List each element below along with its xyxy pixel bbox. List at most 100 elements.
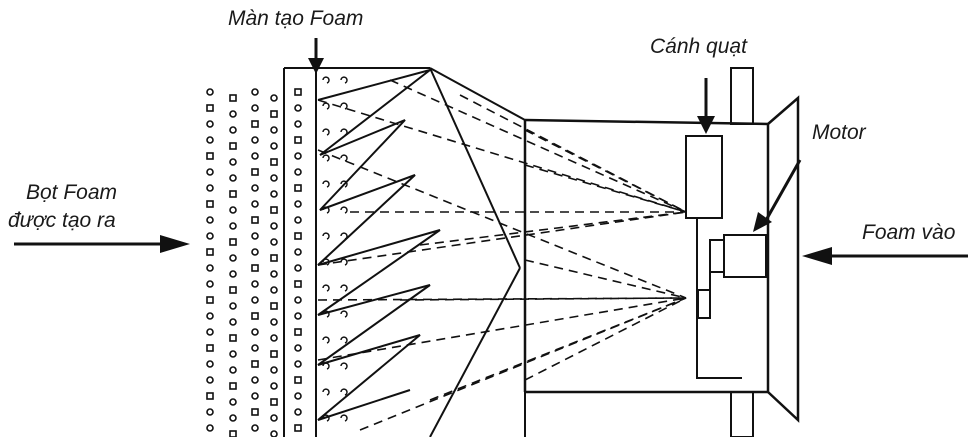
foam-bubble [229,190,237,198]
foam-bubble [206,152,214,160]
screen-dot [340,414,348,422]
fan-blade [685,135,742,379]
screen-dot [340,388,348,396]
foam-bubble [206,104,214,112]
foam-bubble [206,88,214,96]
spray-lines [317,79,687,431]
screen-dot [340,258,348,266]
foam-bubble [294,296,302,304]
foam-bubble [251,104,259,112]
foam-bubble [294,312,302,320]
foam-bubble [206,136,214,144]
foam-bubble [251,120,259,128]
foam-bubble [229,158,237,166]
foam-bubble [294,88,302,96]
foam-bubble [229,254,237,262]
foam-bubble [206,392,214,400]
annotation-arrows [14,38,968,265]
foam-bubble [294,264,302,272]
foam-bubble [251,360,259,368]
foam-bubble [206,248,214,256]
foam-bubble [294,424,302,432]
foam-bubble [206,344,214,352]
arrow-head-foam-out [160,235,190,253]
foam-bubble [294,376,302,384]
foam-bubble [270,254,278,262]
foam-bubble [294,152,302,160]
label-foam-produced-line1: Bọt Foam [26,181,118,204]
foam-bubble [229,110,237,118]
foam-bubble [251,344,259,352]
foam-bubble [270,110,278,118]
label-foam-screen: Màn tạo Foam [228,7,364,30]
label-foam-produced-line2: được tạo ra [8,209,116,232]
foam-bubble [251,136,259,144]
foam-bubble [294,344,302,352]
screen-dot [322,76,330,84]
foam-bubble [229,206,237,214]
foam-bubble [251,88,259,96]
screen-dot [340,310,348,318]
foam-bubble [270,414,278,422]
foam-bubble [251,408,259,416]
foam-bubble [229,382,237,390]
foam-bubble [294,408,302,416]
foam-bubble [270,430,278,438]
foam-bubble [270,142,278,150]
foam-bubble [229,286,237,294]
foam-bubble [206,376,214,384]
screen-dot [322,180,330,188]
screen-dot [322,232,330,240]
screen-dot [340,284,348,292]
foam-screen [283,67,430,437]
foam-bubbles [206,88,302,438]
foam-bubble [229,174,237,182]
arrow-head-foam-in [802,247,832,265]
arrow-motor [763,159,802,223]
foam-bubble [251,296,259,304]
foam-bubble [206,184,214,192]
foam-bubble [294,216,302,224]
foam-bubble [294,232,302,240]
screen-dot [340,206,348,214]
foam-bubble [206,232,214,240]
screen-dot [322,284,330,292]
foam-bubble [206,200,214,208]
foam-bubble [229,414,237,422]
arrow-head-motor [753,212,772,232]
foam-bubble [206,312,214,320]
foam-bubble [229,302,237,310]
foam-bubble [229,350,237,358]
foam-bubble [294,136,302,144]
foam-bubble [206,280,214,288]
foam-bubble [270,270,278,278]
foam-bubble [251,184,259,192]
foam-bubble [206,168,214,176]
foam-bubble [270,222,278,230]
label-motor: Motor [812,121,866,144]
foam-bubble [206,216,214,224]
foam-bubble [294,200,302,208]
foam-bubble [270,334,278,342]
foam-bubble [206,360,214,368]
foam-bubble [251,152,259,160]
foam-bubble [206,264,214,272]
foam-bubble [206,424,214,432]
foam-bubble [270,382,278,390]
inlet-flange [767,95,800,423]
foam-bubble [270,158,278,166]
foam-bubble [294,104,302,112]
foam-bubble [251,424,259,432]
screen-dot [322,128,330,136]
screen-dot [340,102,348,110]
foam-bubble [251,216,259,224]
foam-bubble [206,296,214,304]
foam-bubble [251,312,259,320]
foam-bubble [294,248,302,256]
foam-bubble [294,184,302,192]
foam-bubble [229,318,237,326]
foam-bubble [294,168,302,176]
diffuser-cone [317,67,526,438]
